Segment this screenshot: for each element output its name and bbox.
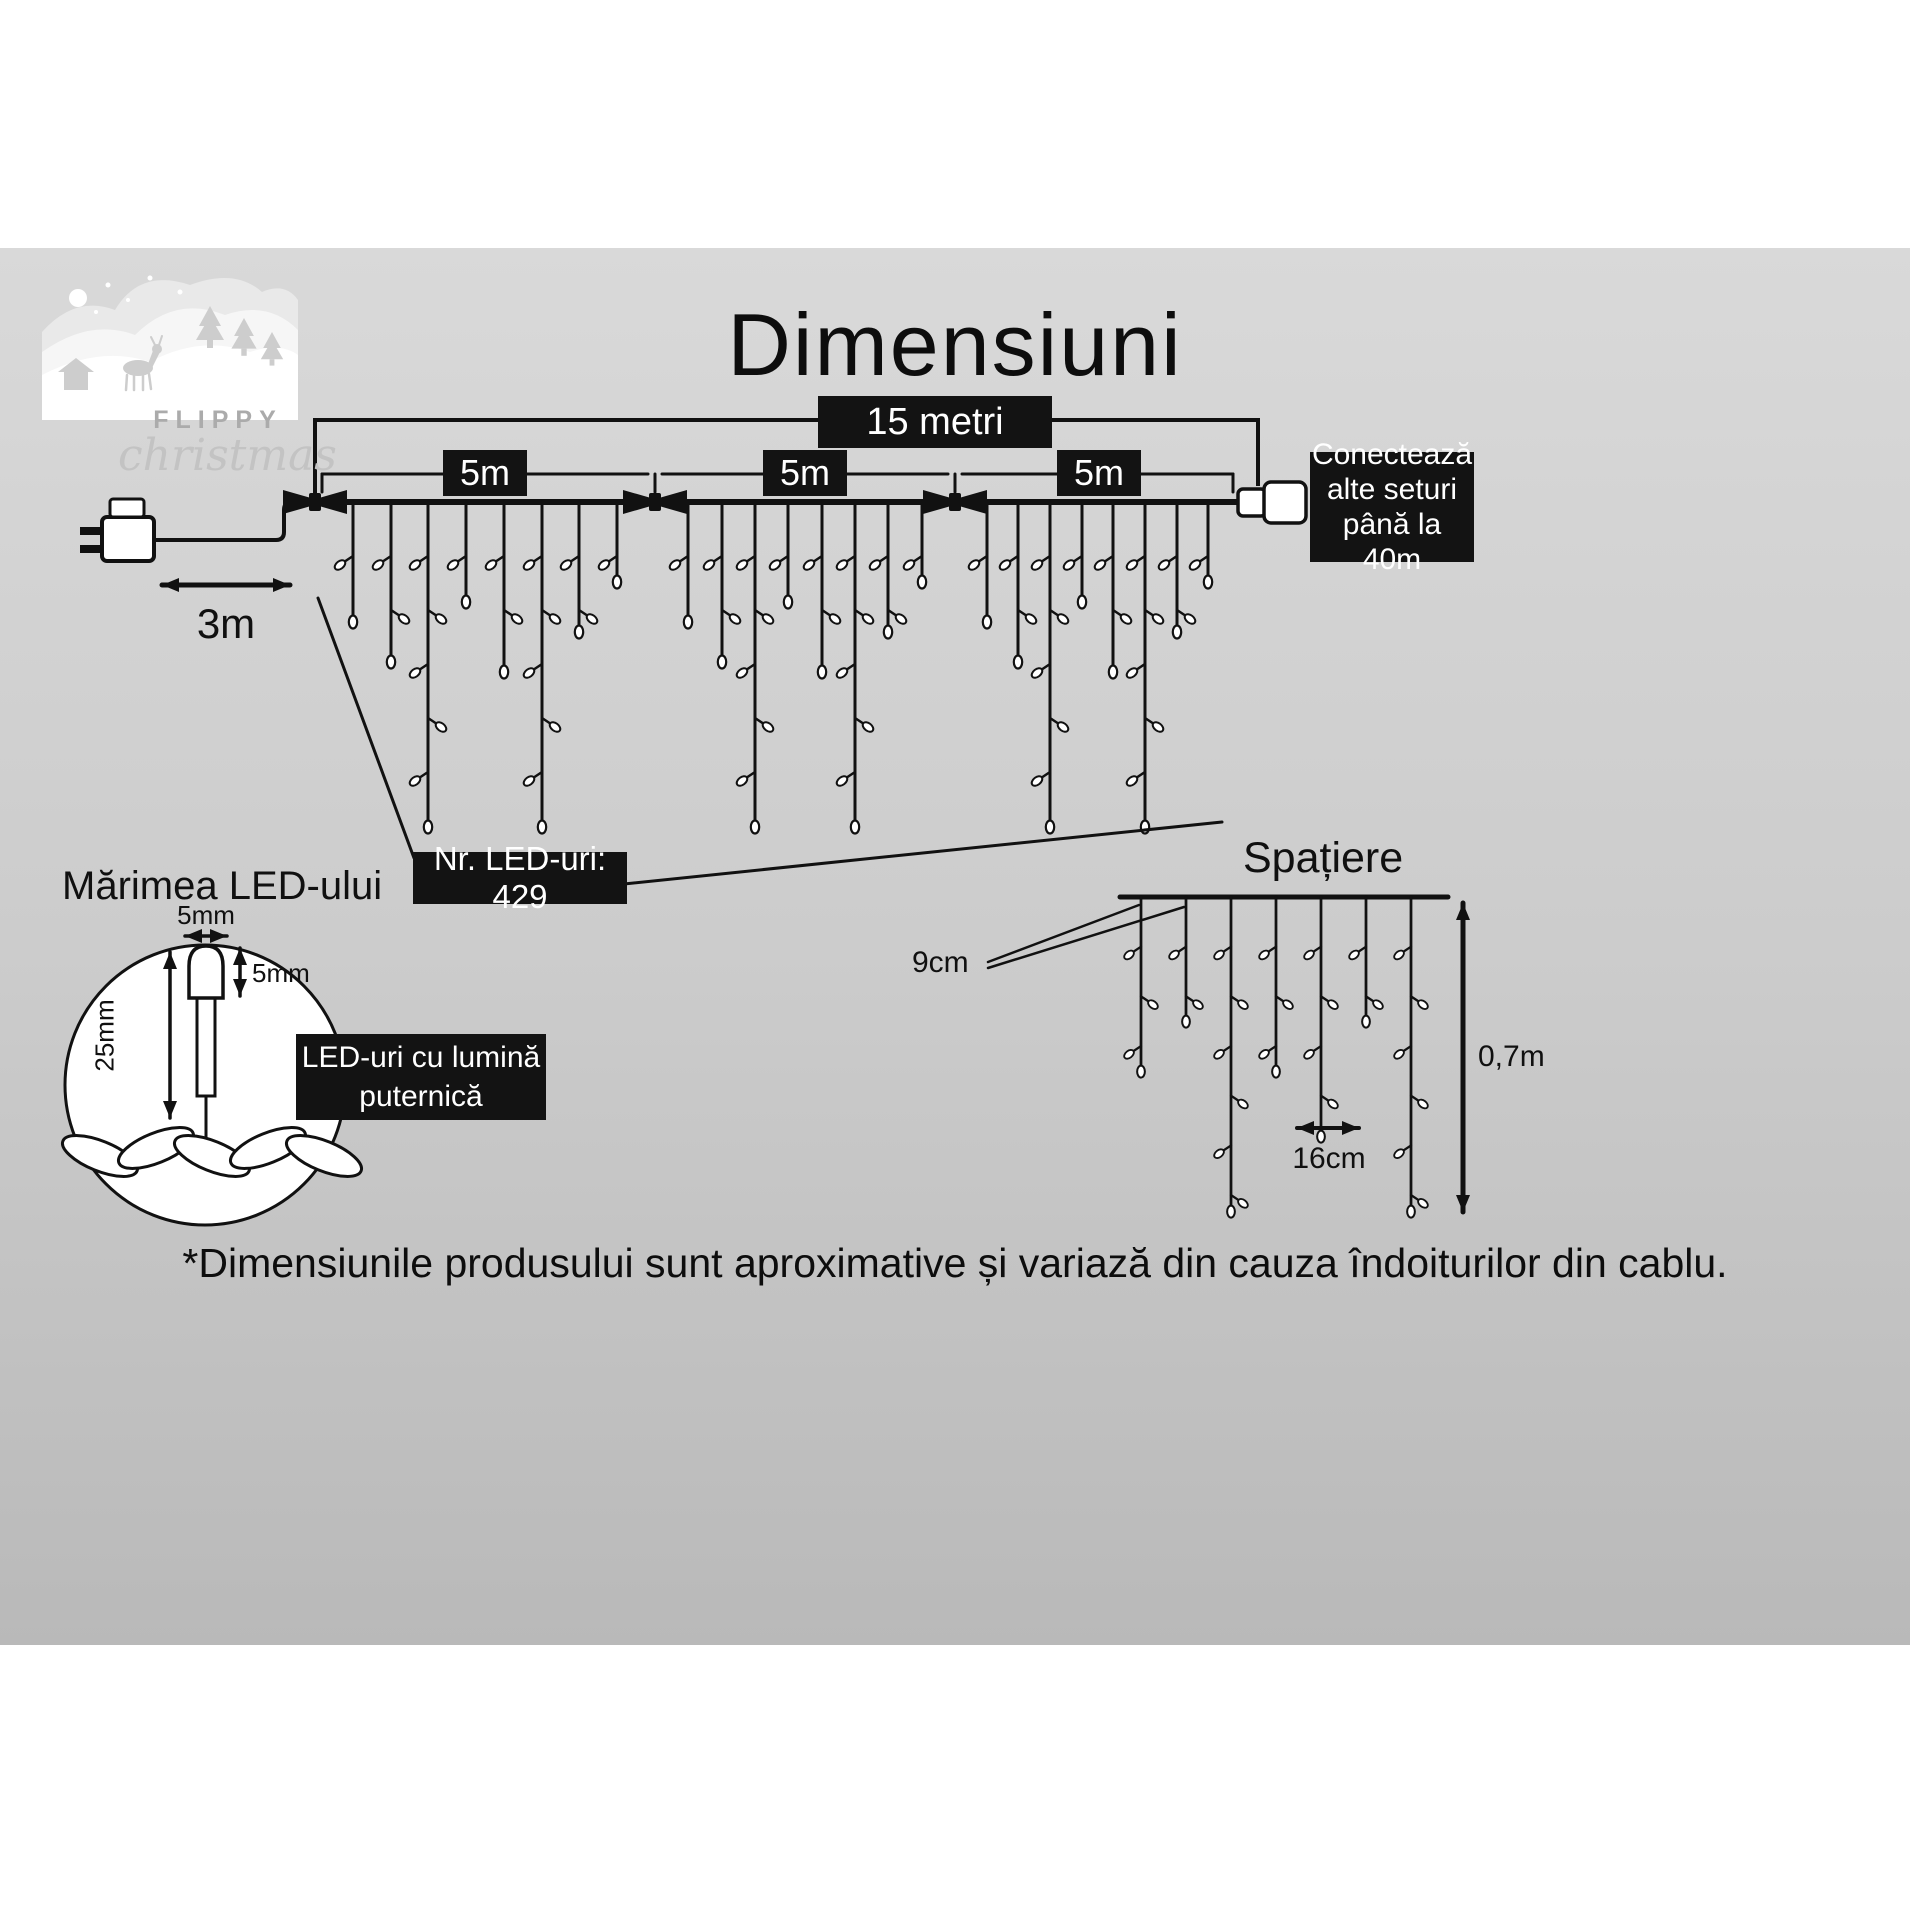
bulb-width-label: 5mm [177,900,235,930]
section-length-label-1: 5m [443,450,527,496]
spacing-heading: Spațiere [1243,834,1404,882]
connect-note-box: Conectează alte seturi până la 40m [1310,438,1474,576]
brand-name: FLIPPY [153,406,283,434]
led-spacing-label: 16cm [1292,1142,1366,1175]
led-size-diagram [60,929,364,1227]
led-count-box: Nr. LED-uri: 429 [413,840,627,915]
brand-script-name: christmas [118,430,337,481]
led-note-box: LED-uri cu lumină puternică [296,1034,546,1120]
disclaimer-text: *Dimensiunile produsului sunt aproximati… [182,1240,1728,1286]
connect-note-line-2: alte seturi [1326,473,1458,506]
light-string-diagram [80,480,1308,835]
led-note-line-1: LED-uri cu lumină [301,1041,541,1074]
drop-height-label: 0,7m [1478,1040,1545,1073]
led-note-line-2: puternică [359,1080,483,1113]
drop-spacing-label: 9cm [912,946,969,979]
section-length-label-2: 5m [763,450,847,496]
spacing-diagram [986,894,1470,1219]
connect-note-line-1: Conectează [1311,438,1473,471]
bulb-height-label: 5mm [252,958,310,988]
section-length-label-3: 5m [1057,450,1141,496]
lead-length-label: 3m [196,600,256,647]
led-size-heading: Mărimea LED-ului [62,864,383,908]
connect-note-line-3: până la 40m [1342,508,1442,576]
body-length-label: 25mm [89,999,120,1072]
brand-logo-art [42,275,298,420]
total-length-label: 15 metri [818,396,1052,448]
page-title: Dimensiuni [727,295,1183,394]
